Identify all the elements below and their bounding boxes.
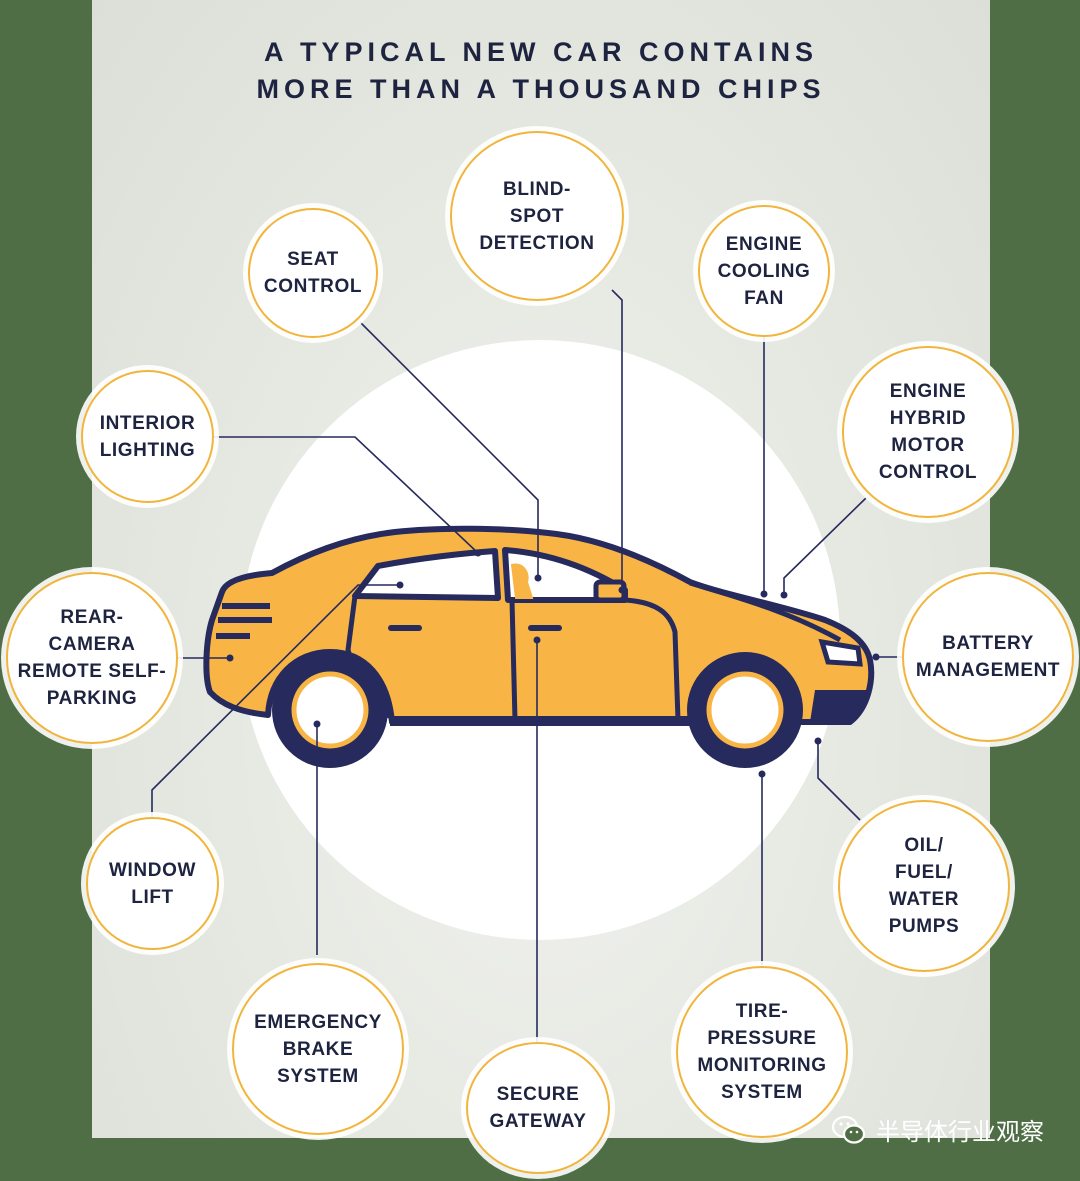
front-door-handle [528,625,562,631]
leader-oil-fuel [817,742,861,821]
dot-window-lift [396,581,404,589]
label-rear-camera: REAR- CAMERA REMOTE SELF- PARKING [17,607,167,709]
leader-seat-control [359,321,539,578]
dot-blind-spot [618,586,626,594]
hood-line [689,580,842,643]
bubble-engine-hybrid: ENGINE HYBRID MOTOR CONTROL [842,346,1014,518]
dot-seat-control [534,574,542,582]
leader-blind-spot [611,289,623,590]
leader-engine-hybrid [783,497,867,593]
leader-window-lift [151,584,400,818]
car-illustration [203,525,875,768]
headlight [818,638,863,667]
rear-door-handle [388,625,422,631]
bubble-interior-lighting: INTERIOR LIGHTING [81,370,214,503]
leader-lines [151,289,902,1042]
bubble-rear-camera: REAR- CAMERA REMOTE SELF- PARKING [6,572,178,744]
dot-engine-hybrid [780,591,788,599]
bubble-secure-gateway: SECURE GATEWAY [466,1042,610,1174]
dot-interior-lighting [474,549,482,557]
title-line-1: A TYPICAL NEW CAR CONTAINS [264,37,818,67]
dot-secure-gateway [533,636,541,644]
bubble-seat-control: SEAT CONTROL [248,208,378,338]
leader-interior-lighting [212,436,479,554]
dot-engine-cooling [760,590,768,598]
front-wheel-rim [706,671,784,749]
rocker-panel [390,716,694,726]
infographic-title: A TYPICAL NEW CAR CONTAINS MORE THAN A T… [92,34,990,108]
label-battery: BATTERY MANAGEMENT [915,633,1061,681]
label-secure-gateway: SECURE GATEWAY [489,1084,587,1132]
label-interior-lighting: INTERIOR LIGHTING [99,412,196,461]
title-line-2: MORE THAN A THOUSAND CHIPS [256,74,826,104]
label-window-lift: WINDOW LIFT [109,859,196,908]
bubble-tire-pressure: TIRE- PRESSURE MONITORING SYSTEM [676,966,848,1138]
bubble-oil-fuel: OIL/ FUEL/ WATER PUMPS [838,800,1010,972]
label-emergency-brake: EMERGENCY BRAKE SYSTEM [254,1011,382,1087]
label-engine-hybrid: ENGINE HYBRID MOTOR CONTROL [878,381,978,483]
dot-rear-camera [226,654,234,662]
bubble-battery: BATTERY MANAGEMENT [902,572,1074,742]
rear-wheel-rim [291,671,369,749]
front-bumper [810,690,869,722]
wechat-icon [832,1115,866,1144]
watermark-text: 半导体行业观察 [876,1119,1044,1146]
label-blind-spot: BLIND- SPOT DETECTION [479,178,595,254]
watermark: 半导体行业观察 [832,1112,1044,1147]
bubble-blind-spot: BLIND- SPOT DETECTION [450,131,624,301]
seat-shape [510,563,534,599]
bubble-engine-cooling: ENGINE COOLING FAN [698,205,830,337]
dot-emergency-brake [313,720,321,728]
rear-stripes [216,603,272,639]
dot-battery [872,653,880,661]
label-seat-control: SEAT CONTROL [263,249,363,297]
label-engine-cooling: ENGINE COOLING FAN [717,233,811,309]
dot-oil-fuel [814,737,822,745]
bubble-window-lift: WINDOW LIFT [86,817,219,950]
dot-tire-pressure [758,770,766,778]
label-tire-pressure: TIRE- PRESSURE MONITORING SYSTEM [697,1001,827,1103]
rear-window [352,548,501,601]
bubble-emergency-brake: EMERGENCY BRAKE SYSTEM [232,963,404,1135]
label-oil-fuel: OIL/ FUEL/ WATER PUMPS [888,835,960,937]
leader-anchor-dots [226,549,880,778]
